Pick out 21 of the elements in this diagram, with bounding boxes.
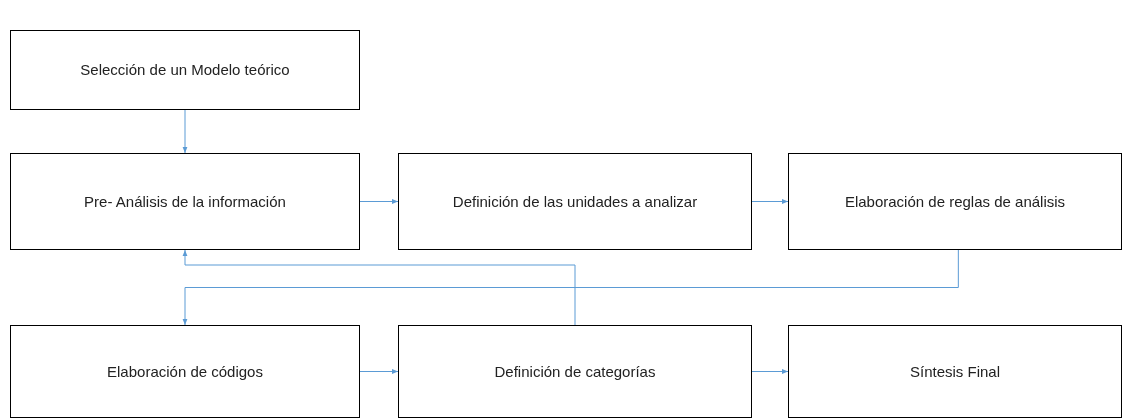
process-box [10,153,360,250]
arrow [182,249,576,326]
box-label: Elaboración de reglas de análisis [844,191,1066,212]
box-label: Síntesis Final [909,361,1000,382]
arrow [359,369,399,374]
box-label: Definición de las unidades a analizar [452,191,698,212]
process-box [788,325,1122,418]
process-box [10,325,360,418]
arrow [182,249,959,326]
process-box [10,30,360,110]
arrow [359,199,399,204]
box-label: Selección de un Modelo teórico [80,60,290,81]
arrow [751,199,789,204]
box-label: Pre- Análisis de la información [84,191,286,212]
box-label: Elaboración de códigos [107,361,263,382]
process-box [398,153,752,250]
box-label: Definición de categorías [494,361,656,382]
process-box [788,153,1122,250]
arrow [182,109,188,154]
process-box [398,325,752,418]
arrow [751,369,789,374]
